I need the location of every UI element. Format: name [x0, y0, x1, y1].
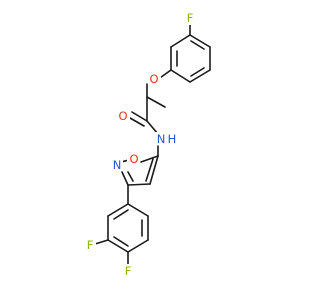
bond	[131, 111, 148, 122]
bond	[189, 69, 211, 83]
fluorine-atom-label: F	[87, 238, 94, 252]
molecule-structure-diagram: F O O N H O N F F	[84, 11, 211, 278]
bond	[129, 117, 145, 127]
bond	[107, 239, 129, 253]
bond-double-inner	[145, 158, 154, 182]
bond-double-inner	[190, 40, 205, 50]
atom-label-layer: F O O N H O N F F	[84, 11, 196, 278]
bond	[94, 239, 109, 245]
bond-double-inner	[127, 171, 134, 182]
bond	[127, 203, 149, 217]
ring-nitrogen-atom-label: N	[113, 158, 122, 172]
carbonyl-oxygen-atom-label: O	[118, 109, 127, 123]
bond	[127, 239, 149, 253]
bond	[170, 69, 191, 83]
fluorine-atom-label: F	[125, 264, 132, 278]
fluorine-atom-label: F	[187, 11, 194, 25]
ring-oxygen-atom-label: O	[129, 152, 138, 166]
amide-hydrogen-atom-label: H	[168, 132, 177, 146]
bond	[140, 155, 159, 163]
bond-double-inner	[190, 67, 205, 77]
amide-nitrogen-atom-label: N	[157, 132, 166, 146]
bond-double-inner	[113, 236, 129, 247]
bond-layer	[94, 22, 211, 267]
bond	[127, 183, 151, 186]
bond	[121, 171, 129, 186]
bond	[170, 34, 191, 48]
bond	[107, 203, 129, 217]
bond	[146, 96, 166, 108]
bond	[149, 155, 159, 185]
bond	[189, 34, 211, 48]
ether-oxygen-atom-label: O	[149, 72, 158, 86]
bond-double-inner	[113, 209, 129, 220]
bond	[146, 120, 159, 135]
